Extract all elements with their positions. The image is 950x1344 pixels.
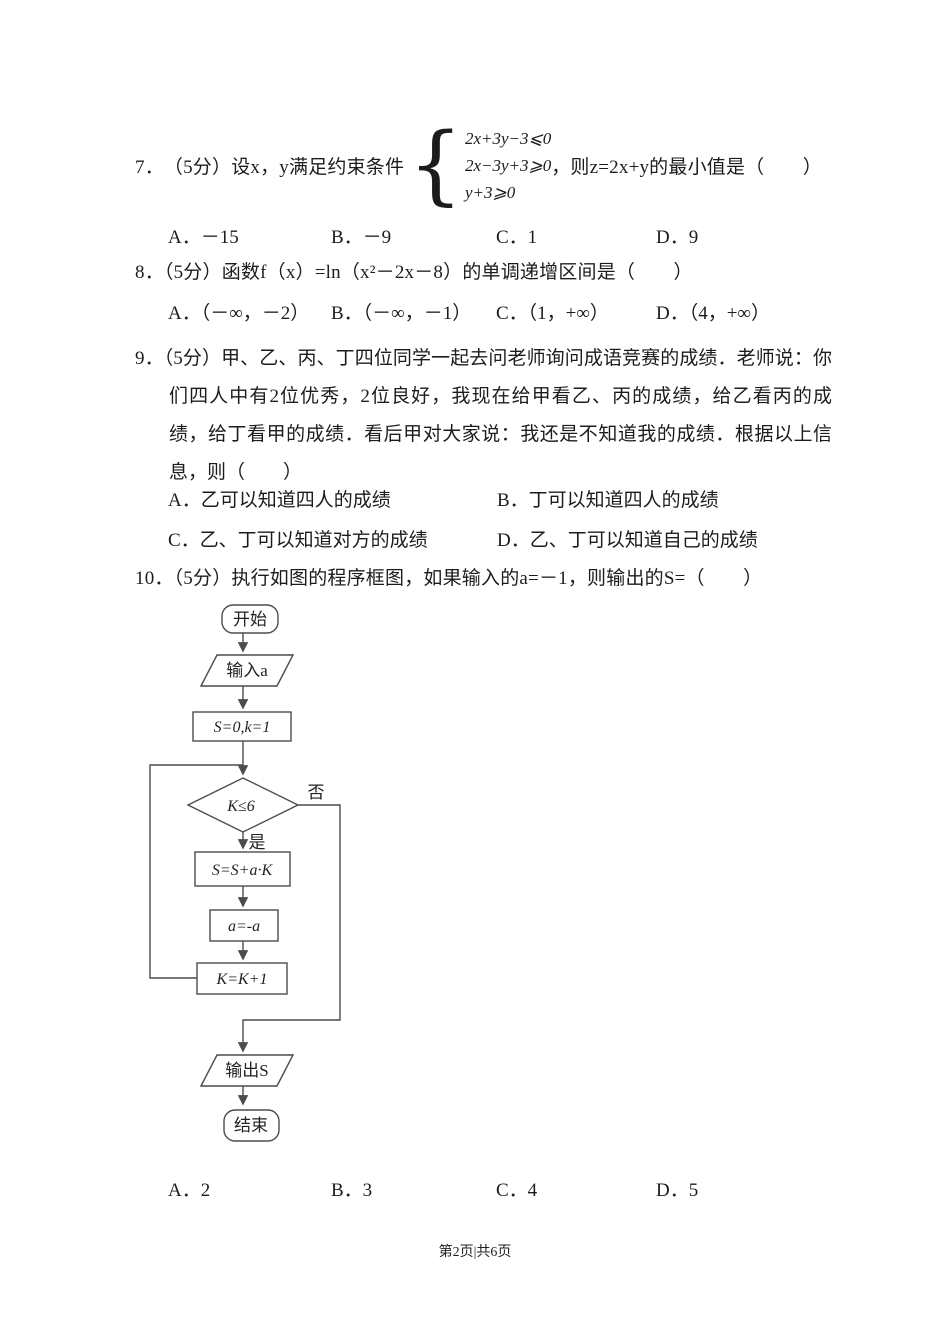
option-d: D．5	[656, 1180, 699, 1201]
question-number: 7．	[135, 156, 164, 178]
input-label: 输入a	[226, 661, 268, 680]
start-label: 开始	[233, 610, 267, 629]
option-c: C．4	[496, 1180, 538, 1201]
question-number: 10．	[135, 568, 174, 589]
end-label: 结束	[234, 1116, 268, 1135]
flow-line-loop-back	[149, 764, 243, 979]
increment-label: K=K+1	[216, 971, 268, 988]
question-8-options: A．（－∞，－2） B．（－∞，－1） C．（1，+∞） D．（4，+∞）	[168, 298, 888, 325]
init-label: S=0,k=1	[214, 719, 271, 736]
option-d: D．乙、丁可以知道自己的成绩	[497, 530, 758, 551]
decision-node	[186, 777, 300, 833]
option-a: A．乙可以知道四人的成绩	[168, 490, 391, 511]
output-node	[199, 1054, 295, 1087]
option-b: B．3	[331, 1180, 373, 1201]
input-node	[199, 654, 295, 687]
constraint-1: 2x+3y−3⩽0	[464, 128, 552, 148]
increment-node	[196, 962, 288, 995]
question-8-text: （5分）函数f（x）=ln（x²－2x－8）的单调递增区间是（ ）	[163, 262, 693, 283]
question-9-options-row-2: C．乙、丁可以知道对方的成绩 D．乙、丁可以知道自己的成绩	[168, 525, 858, 552]
question-9-options-row-1: A．乙可以知道四人的成绩 B．丁可以知道四人的成绩	[168, 485, 858, 512]
option-b: B．－9	[331, 227, 392, 248]
option-b: B．丁可以知道四人的成绩	[497, 490, 719, 511]
constraint-system: 2x+3y−3⩽0 2x−3y+3⩾0 y+3⩾0	[465, 125, 551, 206]
question-number: 8．	[135, 262, 164, 283]
question-8: 8．（5分）函数f（x）=ln（x²－2x－8）的单调递增区间是（ ）	[135, 257, 855, 284]
question-9: 9．（5分）甲、乙、丙、丁四位同学一起去问老师询问成语竞赛的成绩．老师说：你们四…	[135, 340, 832, 492]
question-7-lead: （5分）设x，y满足约束条件	[163, 156, 405, 178]
option-a: A．2	[168, 1180, 211, 1201]
negate-node	[209, 909, 279, 942]
constraint-3: y+3⩾0	[464, 182, 516, 202]
init-node	[192, 711, 292, 742]
option-d: D．（4，+∞）	[656, 303, 770, 324]
question-9-text: （5分）甲、乙、丙、丁四位同学一起去问老师询问成语竞赛的成绩．老师说：你们四人中…	[163, 348, 832, 483]
question-10: 10．（5分）执行如图的程序框图，如果输入的a=－1，则输出的S=（ ）	[135, 563, 855, 590]
output-label: 输出S	[225, 1061, 268, 1080]
option-c: C．乙、丁可以知道对方的成绩	[168, 530, 428, 551]
negate-label: a=-a	[228, 918, 260, 935]
question-10-text: （5分）执行如图的程序框图，如果输入的a=－1，则输出的S=（ ）	[173, 568, 763, 589]
question-7-options: A．－15 B．－9 C．1 D．9	[168, 222, 858, 249]
option-d: D．9	[656, 227, 699, 248]
yes-branch-label: 是	[249, 833, 266, 852]
left-brace: {	[408, 115, 463, 215]
flow-line-no-branch	[237, 804, 341, 1053]
decision-label: K≤6	[226, 798, 254, 815]
option-c: C．1	[496, 227, 538, 248]
option-b: B．（－∞，－1）	[331, 303, 472, 324]
end-node	[223, 1109, 280, 1142]
no-branch-label: 否	[308, 783, 325, 802]
question-number: 9．	[135, 348, 164, 369]
question-7-tail: ，则z=2x+y的最小值是（ ）	[551, 156, 822, 178]
option-a: A．（－∞，－2）	[168, 303, 310, 324]
option-a: A．－15	[168, 227, 239, 248]
constraint-2: 2x−3y+3⩾0	[464, 155, 552, 175]
accumulate-label: S=S+a·K	[212, 862, 274, 879]
program-flowchart: 开始 输入a S=0,k=1 K≤6 否 是 S=S+a·K a=-a K=K+…	[149, 604, 341, 1142]
accumulate-node	[194, 851, 291, 887]
option-c: C．（1，+∞）	[496, 303, 609, 324]
question-10-options: A．2 B．3 C．4 D．5	[168, 1175, 858, 1202]
page-footer: 第2页|共6页	[438, 1245, 512, 1260]
start-node	[221, 604, 279, 634]
question-7: 7．（5分）设x，y满足约束条件 { 2x+3y−3⩽0 2x−3y+3⩾0 y…	[135, 120, 855, 210]
